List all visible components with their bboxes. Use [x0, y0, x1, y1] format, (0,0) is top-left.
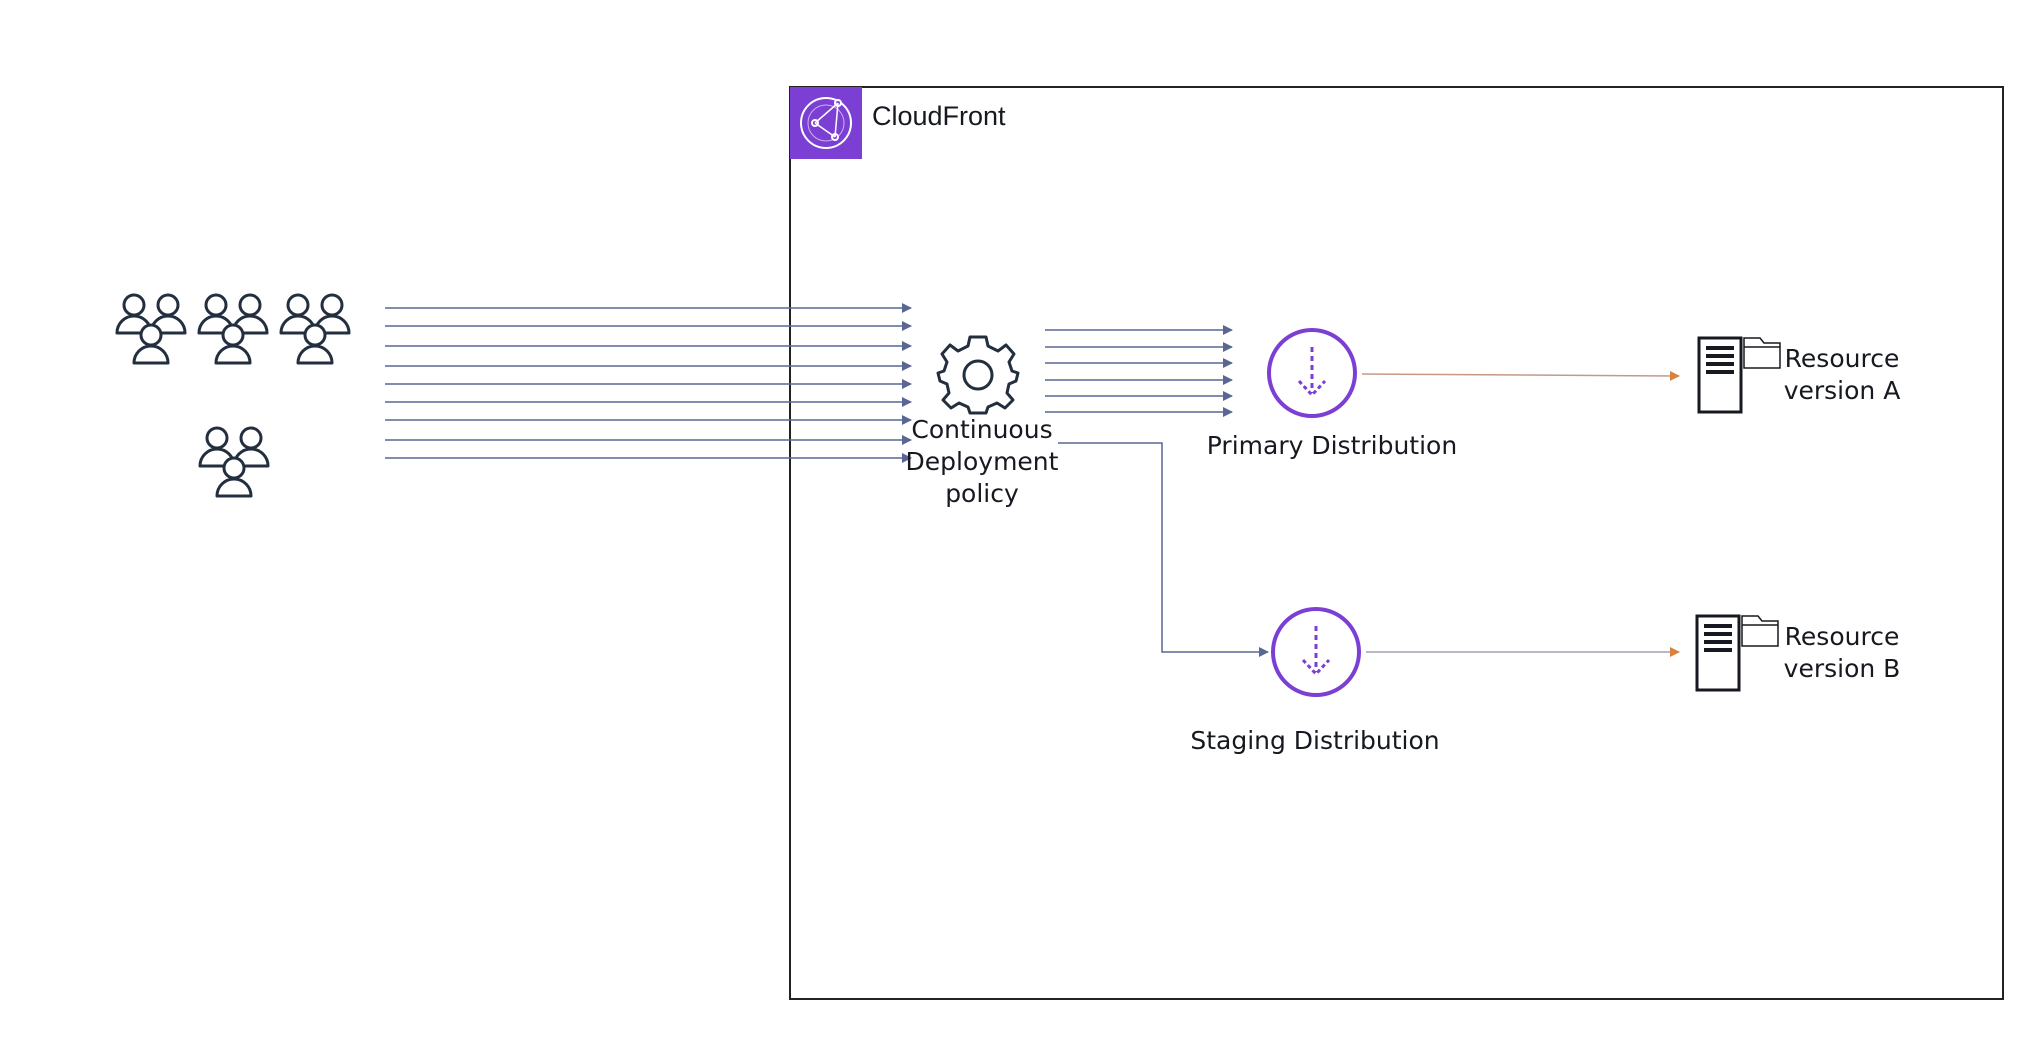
server-icon [1695, 614, 1741, 692]
cloudfront-title: CloudFront [872, 101, 1006, 131]
policy-label-line3: policy [945, 479, 1019, 508]
cloudfront-icon [790, 87, 862, 159]
resource-a-label: Resource version A [1772, 343, 1912, 407]
staging-distribution-label: Staging Distribution [1190, 726, 1440, 755]
primary-to-resource-arrow [1361, 370, 1680, 381]
primary-distribution-label: Primary Distribution [1206, 431, 1458, 460]
server-icon [1697, 336, 1743, 414]
users-group-icon [117, 295, 349, 496]
distribution-icon [1271, 607, 1361, 697]
policy-label-line2: Deployment [905, 447, 1059, 476]
gear-icon [936, 335, 1020, 415]
distribution-icon [1267, 328, 1357, 418]
resource-b-label: Resource version B [1772, 621, 1912, 685]
policy-to-staging-arrow [1058, 442, 1269, 657]
request-arrows [385, 303, 912, 463]
folder-icon [1743, 337, 1781, 369]
cloudfront-group-box [789, 86, 2004, 1000]
policy-to-primary-arrows [1045, 325, 1233, 417]
policy-label-line1: Continuous [911, 415, 1053, 444]
resource-a-line2: version A [1783, 376, 1901, 405]
resource-a-line1: Resource [1784, 344, 1900, 373]
resource-b-line1: Resource [1784, 622, 1900, 651]
folder-icon [1741, 615, 1779, 647]
policy-label: Continuous Deployment policy [882, 414, 1082, 510]
resource-b-line2: version B [1783, 654, 1901, 683]
